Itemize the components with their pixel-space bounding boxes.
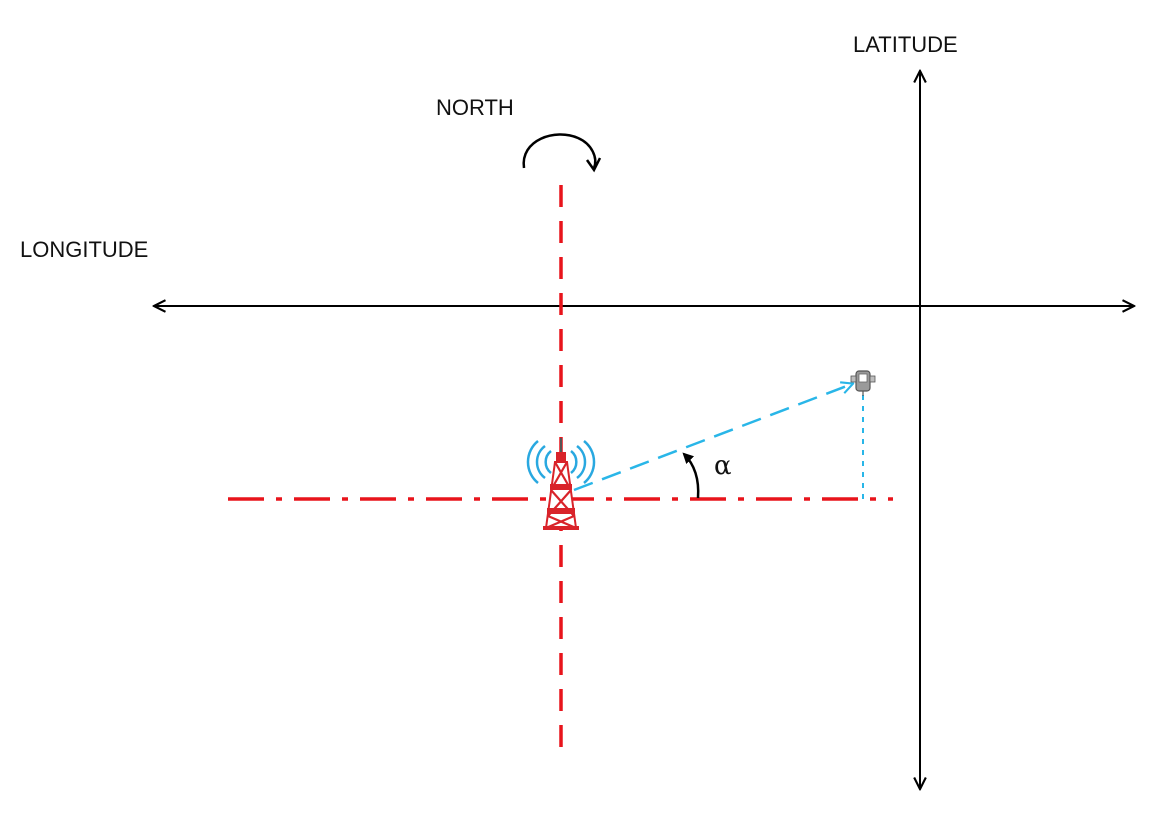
curved-arrow-icon — [522, 133, 602, 173]
cell-tower-icon — [526, 438, 596, 530]
mobile-device-icon — [850, 370, 876, 396]
longitude-label: LONGITUDE — [20, 237, 148, 262]
direction-line — [573, 384, 852, 492]
angle-arc — [682, 452, 700, 499]
latitude-label: LATITUDE — [853, 32, 958, 57]
angle-label: α — [714, 451, 732, 481]
north-label: NORTH — [436, 95, 514, 120]
